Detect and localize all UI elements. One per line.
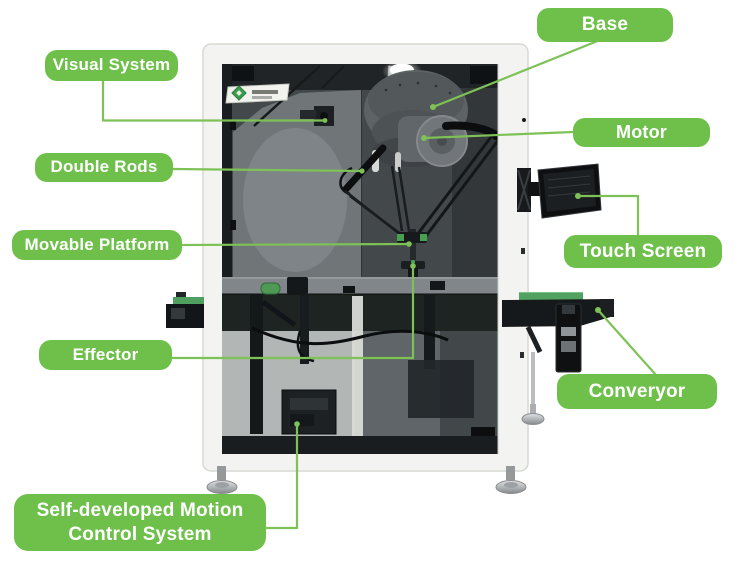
- leveling-foot-right: [495, 466, 527, 494]
- door-hinge-bar: [222, 64, 232, 278]
- callout-double-rods: Double Rods: [35, 153, 173, 182]
- callout-movable-platform: Movable Platform: [12, 230, 182, 260]
- callout-touch-screen: Touch Screen: [564, 235, 722, 268]
- conveyor-table: [222, 277, 498, 331]
- callout-visual-system: Visual System: [45, 50, 178, 81]
- callout-conveyor: Converyor: [557, 374, 717, 409]
- glass-reflection: [233, 90, 361, 277]
- conveyor-left-end: [166, 292, 204, 328]
- double-rods-left: [344, 190, 407, 239]
- belt-item-green: [260, 282, 281, 295]
- motion-control-box: [281, 389, 337, 435]
- conveyor-right-end: [502, 292, 614, 425]
- floor-cable: [251, 326, 449, 346]
- callout-motor: Motor: [573, 118, 710, 147]
- callout-effector: Effector: [39, 340, 172, 370]
- leader-lines: [101, 36, 657, 530]
- callout-base: Base: [537, 8, 673, 42]
- cabinet-interior: [222, 64, 498, 454]
- delta-robot: [339, 70, 498, 277]
- leveling-foot-left: [206, 466, 238, 494]
- conveyor-foot: [521, 413, 545, 425]
- belt-item-dark: [287, 277, 308, 294]
- control-pendant: [555, 303, 582, 373]
- lower-compartment: [222, 294, 498, 454]
- callout-motion-control: Self-developed Motion Control System: [14, 494, 266, 551]
- movable-platform-part: [397, 229, 427, 243]
- brand-sticker: [225, 83, 290, 104]
- upper-arm-left: [342, 144, 387, 193]
- double-rods-right: [415, 132, 498, 241]
- touch-screen-assembly: [517, 163, 602, 219]
- double-rods-middle: [390, 165, 411, 232]
